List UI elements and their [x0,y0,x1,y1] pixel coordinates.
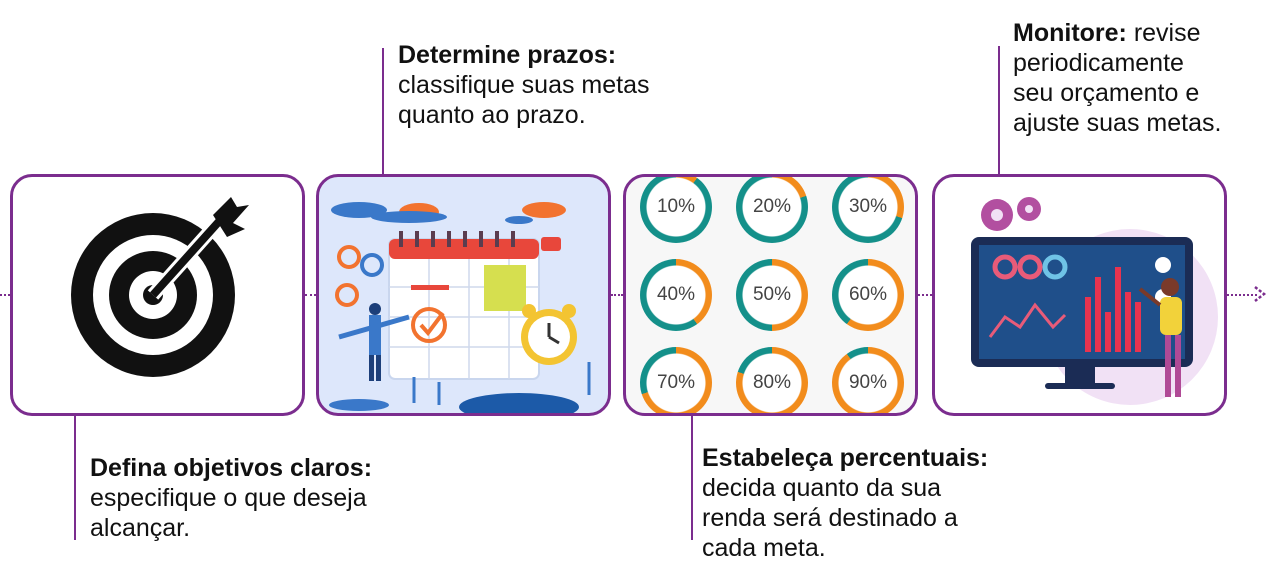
step-4-line-2: seu orçamento e [1013,79,1200,107]
panel-percentages: 10% 20% 30% 40% 50% 60% 70% 80% 90% [623,174,918,416]
step-4-line-1: periodicamente [1013,49,1184,77]
percent-ring: 10% [640,177,712,243]
percent-ring: 20% [736,177,808,243]
monitor-dashboard-icon [971,197,1218,405]
percent-ring: 80% [736,347,808,413]
step-3-title: Estabeleça percentuais: [702,444,989,472]
step-2-title: Determine prazos: [398,41,617,69]
panel-define-goals [10,174,305,416]
panel-monitor [932,174,1227,416]
percent-ring-label: 10% [656,196,696,217]
step-1-line-2: alcançar. [90,514,191,542]
step-2-line-2: quanto ao prazo. [398,101,586,129]
percent-ring-label: 20% [752,196,792,217]
percent-ring: 50% [736,259,808,331]
percent-ring: 70% [640,347,712,413]
leader-line-step-1 [74,414,76,540]
target-icon [71,197,249,377]
percent-ring-label: 90% [848,372,888,393]
percent-ring-label: 80% [752,372,792,393]
panel-deadlines [316,174,611,416]
percent-ring: 60% [832,259,904,331]
step-2-text: Determine prazos: classifique suas metas… [398,40,650,130]
arrow-right-icon [1254,286,1267,302]
percent-ring: 30% [832,177,904,243]
percent-ring-label: 50% [752,284,792,305]
step-4-title: Monitore: [1013,19,1127,47]
step-4-text: Monitore: revise periodicamente seu orça… [1013,18,1221,138]
percent-ring: 40% [640,259,712,331]
step-3-line-2: renda será destinado a [702,504,958,532]
percent-ring-label: 70% [656,372,696,393]
step-1-text: Defina objetivos claros: especifique o q… [90,453,372,543]
step-3-line-3: cada meta. [702,534,826,562]
connector-dots-2-3 [611,294,623,296]
percent-ring-label: 40% [656,284,696,305]
step-1-title: Defina objetivos claros: [90,454,373,482]
step-1-line-1: especifique o que deseja [90,484,367,512]
connector-dots-3-4 [918,294,932,296]
percent-ring-label: 60% [848,284,888,305]
connector-left-dots [0,294,10,296]
step-3-text: Estabeleça percentuais: decida quanto da… [702,443,988,563]
connector-right-dots [1227,294,1257,296]
step-2-line-1: classifique suas metas [398,71,650,99]
leader-line-step-3 [691,414,693,540]
leader-line-step-4 [998,46,1000,176]
step-4-line-3: ajuste suas metas. [1013,109,1222,137]
leader-line-step-2 [382,48,384,176]
percent-ring: 90% [832,347,904,413]
calendar-icon [329,202,591,413]
connector-dots-1-2 [305,294,316,296]
step-4-title-rest: revise [1126,19,1201,47]
percent-ring-label: 30% [848,196,888,217]
step-3-line-1: decida quanto da sua [702,474,942,502]
